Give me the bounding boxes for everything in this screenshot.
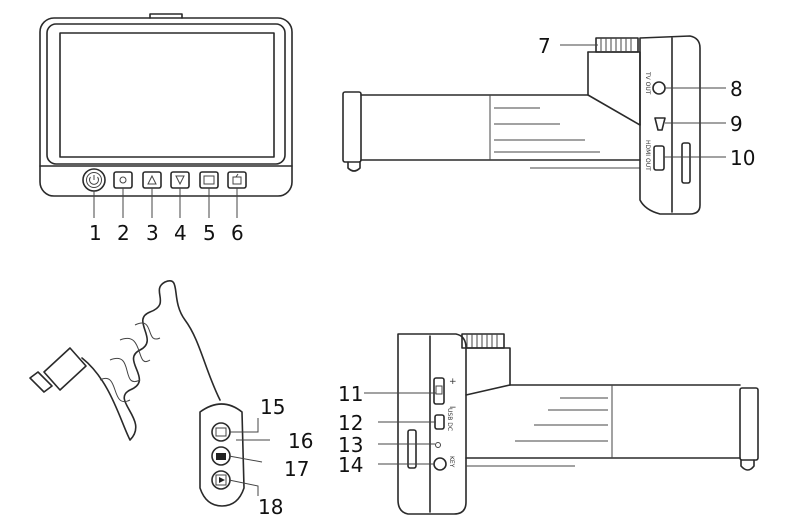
monitor-body (39, 17, 293, 197)
callout-1: 1 (89, 221, 102, 245)
focus-knob-2 (461, 333, 505, 349)
sd-card-slot (654, 117, 666, 131)
callout-17: 17 (284, 457, 309, 481)
callout-3: 3 (146, 221, 159, 245)
end-plate-foot (347, 161, 361, 172)
usb-dc-label: USB DC (446, 408, 453, 431)
side-slot (681, 142, 691, 184)
remote-mode-button (211, 422, 231, 442)
down-arrow-icon (175, 175, 185, 186)
callout-12: 12 (338, 411, 363, 435)
end-plate-2 (739, 387, 759, 461)
callout-10: 10 (730, 146, 755, 170)
hdmi-out-label: HDMI OUT (644, 140, 651, 171)
callout-16: 16 (288, 429, 313, 453)
callout-7: 7 (538, 34, 551, 58)
brightness-slider (433, 377, 445, 405)
tv-out-port (652, 81, 666, 95)
camera-icon (216, 453, 226, 460)
mode-button (199, 171, 219, 189)
cord-coils (99, 322, 161, 403)
key-port (433, 457, 447, 471)
coiled-cord (81, 280, 221, 441)
mode-icon (203, 175, 215, 185)
usb-dc-port (434, 414, 445, 430)
tube-ribs-2 (515, 397, 608, 442)
remote-camera-button (211, 446, 231, 466)
neck (587, 51, 641, 126)
key-label: KEY (448, 456, 455, 468)
callout-15: 15 (260, 395, 285, 419)
mode-icon (215, 427, 227, 437)
up-button (142, 171, 162, 189)
tube-top (360, 94, 641, 126)
plug-tip (29, 371, 53, 393)
power-button (82, 168, 106, 192)
callout-8: 8 (730, 77, 743, 101)
remote-play-button (211, 470, 231, 490)
monitor-bezel (46, 23, 286, 165)
remote-body (199, 403, 245, 507)
callout-2: 2 (117, 221, 130, 245)
monitor-top-notch (149, 13, 183, 19)
plug-body (43, 347, 87, 391)
front-leaders (93, 188, 238, 218)
up-arrow-icon (147, 174, 157, 185)
end-plate (342, 91, 362, 163)
monitor-side-2 (397, 333, 467, 515)
hdmi-out-port (653, 145, 665, 171)
callout-13: 13 (338, 433, 363, 457)
settings-button (113, 171, 133, 189)
plus-label: + (449, 377, 457, 387)
minus-label: − (449, 403, 457, 413)
callout-18: 18 (258, 495, 283, 519)
neck-2 (465, 347, 741, 386)
power-icon (89, 175, 99, 185)
focus-knob (595, 37, 639, 53)
front-view: 1 2 3 4 5 6 (39, 13, 293, 245)
settings-icon (119, 176, 127, 184)
indicator-led (435, 442, 441, 448)
callout-6: 6 (231, 221, 244, 245)
monitor-screen (59, 32, 275, 158)
callout-11: 11 (338, 382, 363, 406)
playback-button (227, 171, 247, 189)
callout-9: 9 (730, 112, 743, 136)
side-view-left-ports: + − USB DC KEY 11 12 13 14 (338, 333, 759, 515)
remote-control: 15 16 17 18 (29, 280, 313, 519)
callout-5: 5 (203, 221, 216, 245)
play-icon (219, 477, 225, 483)
callout-4: 4 (174, 221, 187, 245)
side-view-right-ports: TV OUT HDMI OUT 7 8 9 10 (342, 34, 755, 215)
callout-14: 14 (338, 453, 363, 477)
monitor-side (639, 35, 701, 215)
tv-out-label: TV OUT (644, 71, 651, 95)
tube-ribs (494, 107, 600, 153)
side-slot-2 (407, 429, 417, 469)
playback-icon (232, 173, 242, 185)
down-button (170, 171, 190, 189)
